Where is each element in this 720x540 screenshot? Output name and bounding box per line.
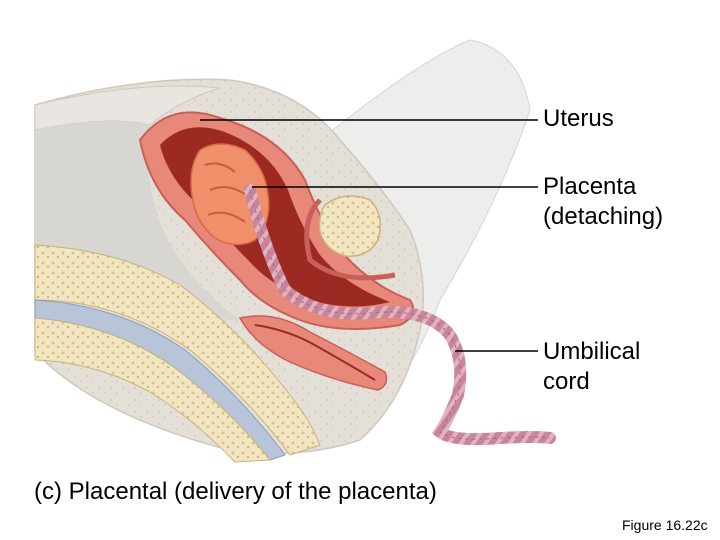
cord-label-line2: cord xyxy=(543,368,590,395)
spine xyxy=(34,244,321,456)
placenta-label-line2: (detaching) xyxy=(543,203,664,230)
umbilical-cord-label: Umbilical cord xyxy=(543,337,640,397)
placenta-label-line1: Placenta xyxy=(543,173,637,200)
uterus-label-text: Uterus xyxy=(543,105,614,132)
figure-number: Figure 16.22c xyxy=(622,517,708,533)
placenta xyxy=(190,143,270,246)
placenta-label: Placenta (detaching) xyxy=(543,172,663,232)
sacrum xyxy=(34,317,271,463)
cord-label-line1: Umbilical xyxy=(543,338,641,365)
figure-caption: (c) Placental (delivery of the placenta) xyxy=(34,478,437,505)
pubic-bone xyxy=(318,195,381,257)
rectum xyxy=(238,315,388,391)
uterus-label: Uterus xyxy=(543,104,614,134)
